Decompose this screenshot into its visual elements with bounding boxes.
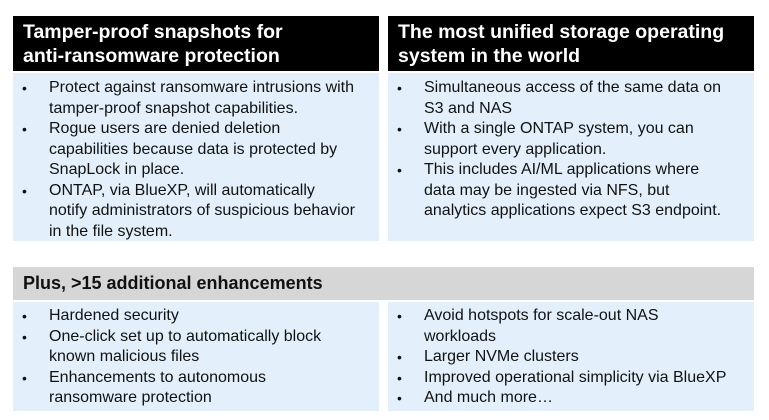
bullet-text-line: in the file system.: [49, 222, 173, 240]
bullet-text-line: data may be ingested via NFS, but: [424, 181, 670, 199]
bullet-text-line: support every application.: [424, 140, 607, 158]
bullet-icon: •: [397, 390, 402, 406]
bullet-item: • This includes AI/ML applications where d…: [388, 160, 754, 222]
enhancements-body-left: • Hardened security • One-click set up to a…: [13, 302, 379, 411]
bullet-icon: •: [22, 182, 27, 199]
panel-title-line: anti-ransomware protection: [23, 45, 280, 67]
bullet-text-line: known malicious files: [49, 348, 200, 365]
bullet-text-line: Improved operational simplicity via Blue…: [424, 368, 727, 386]
bullet-text-line: One-click set up to automatically block: [49, 327, 322, 345]
bullet-icon: •: [397, 349, 402, 365]
bullet-text-line: analytics applications expect S3 endpoin…: [424, 202, 722, 219]
bullet-icon: •: [22, 328, 27, 345]
bullet-item: • ONTAP, via BlueXP, will automatically no…: [13, 181, 379, 243]
bullet-item: • Improved operational simplicity via Blu…: [388, 368, 754, 389]
panel-header-unified-storage: The most unified storage operating syste…: [388, 16, 754, 71]
bullet-icon: •: [22, 369, 27, 386]
enhancements-title: Plus, >15 additional enhancements: [23, 273, 323, 293]
enhancements-header: Plus, >15 additional enhancements: [13, 267, 754, 300]
panel-body-unified-storage: • Simultaneous access of the same data on…: [388, 73, 754, 241]
bullet-text-line: With a single ONTAP system, you can: [424, 120, 694, 137]
bullet-text-line: Rogue users are denied deletion: [49, 120, 281, 137]
bullet-item: • Avoid hotspots for scale-out NAS workloa…: [388, 306, 754, 347]
bullet-item: • Enhancements to autonomous ransomware pr…: [13, 368, 379, 409]
panel-header-tamper-proof: Tamper-proof snapshots for anti-ransomwa…: [13, 16, 379, 71]
bullet-text-line: Larger NVMe clusters: [424, 348, 579, 365]
bullet-icon: •: [22, 121, 27, 137]
bullet-item: • Simultaneous access of the same data on…: [388, 78, 754, 119]
bullet-list: • Hardened security • One-click set up to a…: [13, 306, 379, 409]
bullet-item: • And much more…: [388, 388, 754, 409]
bullet-text-line: notify administrators of suspicious beha…: [49, 202, 355, 219]
bullet-text-line: Simultaneous access of the same data on: [424, 79, 722, 96]
panel-title-line: system in the world: [398, 45, 581, 67]
panel-title-line: The most unified storage operating: [398, 21, 725, 43]
bullet-item: • Larger NVMe clusters: [388, 347, 754, 368]
bullet-list: • Simultaneous access of the same data on…: [388, 78, 754, 222]
bullet-text-line: Protect against ransomware intrusions wi…: [49, 79, 355, 96]
bullet-text-line: S3 and NAS: [424, 99, 513, 117]
bullet-icon: •: [22, 80, 27, 96]
bullet-text-line: tamper-proof snapshot capabilities.: [49, 99, 299, 117]
bullet-text-line: ONTAP, via BlueXP, will automatically: [49, 181, 315, 199]
bullet-icon: •: [397, 162, 402, 178]
bullet-icon: •: [397, 308, 402, 324]
bullet-icon: •: [22, 308, 27, 324]
bullet-icon: •: [397, 121, 402, 137]
bullet-item: • Rogue users are denied deletion capabili…: [13, 119, 379, 181]
bullet-text-line: ransomware protection: [49, 389, 212, 406]
panel-title-line: Tamper-proof snapshots for: [23, 21, 283, 43]
enhancements-body-right: • Avoid hotspots for scale-out NAS workloa…: [388, 302, 754, 411]
bullet-item: • With a single ONTAP system, you can supp…: [388, 119, 754, 160]
bullet-text-line: Avoid hotspots for scale-out NAS: [424, 307, 659, 324]
bullet-text-line: SnapLock in place.: [49, 161, 185, 178]
bullet-text-line: Enhancements to autonomous: [49, 368, 267, 386]
bullet-text-line: workloads: [424, 327, 497, 345]
bullet-list: • Avoid hotspots for scale-out NAS workloa…: [388, 306, 754, 409]
bullet-item: • One-click set up to automatically block…: [13, 327, 379, 368]
bullet-text-line: And much more…: [424, 389, 553, 406]
bullet-item: • Protect against ransomware intrusions w…: [13, 78, 379, 119]
bullet-text-line: This includes AI/ML applications where: [424, 161, 700, 178]
bullet-icon: •: [397, 80, 402, 96]
bullet-icon: •: [397, 369, 402, 386]
bullet-list: • Protect against ransomware intrusions w…: [13, 78, 379, 242]
bullet-item: • Hardened security: [13, 306, 379, 327]
panel-body-tamper-proof: • Protect against ransomware intrusions w…: [13, 73, 379, 241]
bullet-text-line: Hardened security: [49, 307, 179, 324]
bullet-text-line: capabilities because data is protected b…: [49, 140, 338, 158]
